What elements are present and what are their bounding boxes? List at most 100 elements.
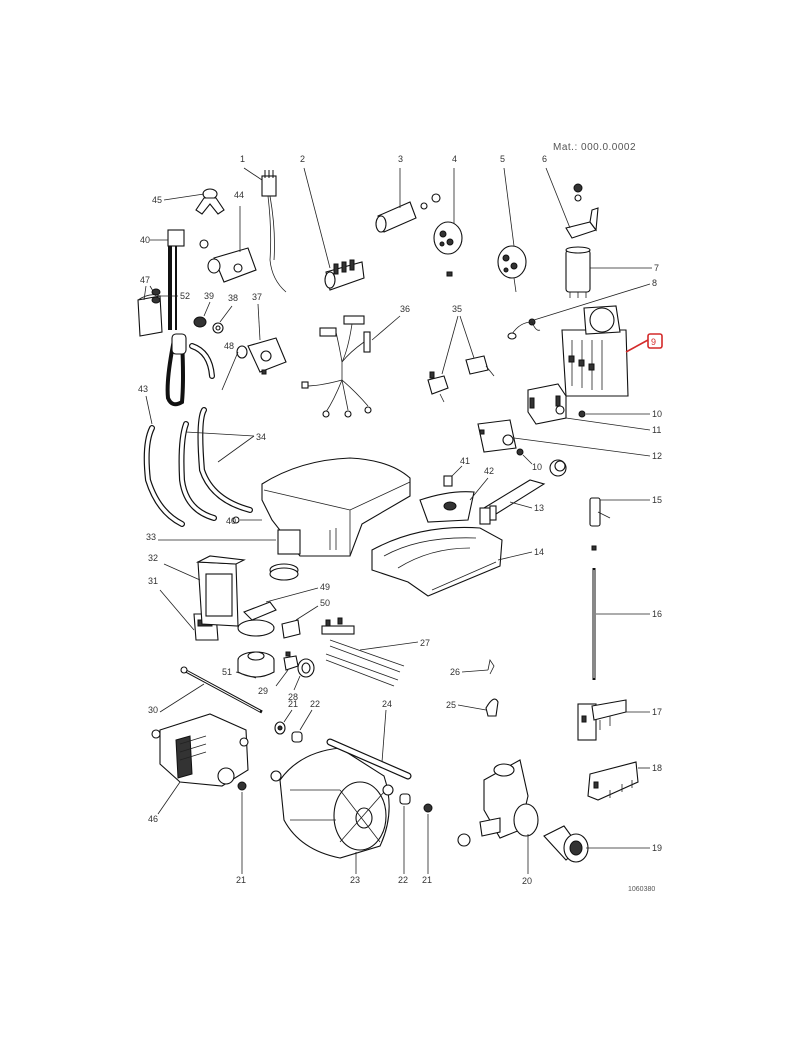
part-45-y-connector[interactable] bbox=[195, 188, 225, 215]
part-46-pump-assembly[interactable] bbox=[151, 713, 249, 787]
part-13-siphon[interactable] bbox=[479, 479, 546, 525]
label-2: 2 bbox=[300, 154, 305, 164]
label-11: 11 bbox=[652, 425, 661, 435]
part-52-clip[interactable] bbox=[151, 288, 161, 304]
part-16-rod[interactable] bbox=[591, 545, 597, 680]
highlight-box-part-9 bbox=[647, 333, 663, 349]
label-6: 6 bbox=[542, 154, 547, 164]
part-19-pump-filter[interactable] bbox=[543, 825, 589, 863]
part-18-door-interlock[interactable] bbox=[587, 761, 639, 801]
part-29-ntc-sensor[interactable] bbox=[283, 651, 299, 671]
part-5-pressure-switch[interactable] bbox=[497, 245, 527, 293]
part-9-programmer-timer[interactable] bbox=[561, 305, 629, 397]
label-33: 33 bbox=[146, 532, 156, 542]
part-26-spring-clip[interactable] bbox=[487, 658, 495, 675]
part-22-bushing-b[interactable] bbox=[399, 793, 411, 805]
part-38-washer[interactable] bbox=[212, 322, 224, 334]
label-13: 13 bbox=[534, 503, 544, 513]
part-1-power-cord[interactable] bbox=[261, 170, 287, 293]
label-51: 51 bbox=[222, 667, 232, 677]
label-17: 17 bbox=[652, 707, 662, 717]
part-20-drain-pump[interactable] bbox=[457, 759, 539, 847]
label-48: 48 bbox=[224, 341, 234, 351]
label-1: 1 bbox=[240, 154, 245, 164]
part-42-dispenser-cup[interactable] bbox=[419, 491, 475, 523]
label-21-b: 21 bbox=[288, 699, 298, 709]
label-34: 34 bbox=[256, 432, 266, 442]
part-37-inlet-valve[interactable] bbox=[236, 337, 287, 375]
part-47-aquastop-box[interactable] bbox=[137, 294, 163, 337]
label-47: 47 bbox=[140, 275, 150, 285]
part-15-door-lever[interactable] bbox=[589, 497, 611, 527]
part-10-screw[interactable] bbox=[578, 410, 586, 418]
label-38: 38 bbox=[228, 293, 238, 303]
part-35-switches[interactable] bbox=[427, 355, 495, 403]
part-25-clip[interactable] bbox=[485, 698, 499, 717]
part-28-sensor[interactable] bbox=[297, 658, 315, 678]
part-21-nut-a[interactable] bbox=[237, 781, 247, 791]
part-32-cover[interactable] bbox=[195, 555, 246, 627]
part-22-bushing-a[interactable] bbox=[291, 731, 303, 743]
label-5: 5 bbox=[500, 154, 505, 164]
part-4-pressure-switch[interactable] bbox=[433, 221, 463, 277]
label-37: 37 bbox=[252, 292, 262, 302]
part-41-cap[interactable] bbox=[443, 475, 453, 487]
label-35: 35 bbox=[452, 304, 462, 314]
part-24-rod[interactable] bbox=[326, 738, 412, 780]
part-36-wiring-harness[interactable] bbox=[301, 315, 372, 418]
drawing-code: 1060380 bbox=[628, 886, 655, 893]
part-34-hoses[interactable] bbox=[178, 407, 253, 521]
label-10-upper: 10 bbox=[652, 409, 662, 419]
part-3-capacitor[interactable] bbox=[375, 193, 441, 233]
part-51-ring[interactable] bbox=[237, 651, 275, 678]
part-23-motor[interactable] bbox=[270, 747, 394, 859]
part-43-hose[interactable] bbox=[143, 425, 185, 527]
part-33-dispenser-housing[interactable] bbox=[261, 457, 411, 557]
label-7: 7 bbox=[654, 263, 659, 273]
part-50-block[interactable] bbox=[281, 619, 301, 639]
label-19: 19 bbox=[652, 843, 662, 853]
label-29: 29 bbox=[258, 686, 268, 696]
part-21-nut-b[interactable] bbox=[274, 721, 286, 735]
part-8-wire-connector[interactable] bbox=[507, 318, 541, 340]
label-27: 27 bbox=[420, 638, 430, 648]
label-3: 3 bbox=[398, 154, 403, 164]
label-4: 4 bbox=[452, 154, 457, 164]
label-52: 52 bbox=[180, 291, 190, 301]
label-10-lower: 10 bbox=[532, 462, 542, 472]
label-45: 45 bbox=[152, 195, 162, 205]
part-27-heating-element[interactable] bbox=[321, 617, 405, 687]
part-21-nut-c[interactable] bbox=[423, 803, 433, 813]
part-44-inlet-valve[interactable] bbox=[199, 239, 257, 283]
part-14-detergent-drawer[interactable] bbox=[371, 526, 503, 597]
label-46: 46 bbox=[148, 814, 158, 824]
label-21-a: 21 bbox=[236, 875, 246, 885]
part-6-bracket[interactable] bbox=[565, 183, 599, 239]
label-26: 26 bbox=[450, 667, 460, 677]
label-43: 43 bbox=[138, 384, 148, 394]
label-22-a: 22 bbox=[310, 699, 320, 709]
label-50: 50 bbox=[320, 598, 330, 608]
part-40-clip[interactable] bbox=[232, 516, 240, 524]
material-reference-text: Mat.: 000.0.0002 bbox=[553, 142, 636, 153]
label-40-lower: 40 bbox=[226, 516, 236, 526]
part-12-thermostat[interactable] bbox=[477, 419, 517, 453]
label-28: 28 bbox=[288, 692, 298, 702]
part-40-aquastop[interactable] bbox=[165, 229, 187, 407]
part-17-door-interlock[interactable] bbox=[577, 699, 627, 741]
label-44: 44 bbox=[234, 190, 244, 200]
part-2-terminal-block[interactable] bbox=[324, 259, 365, 291]
label-24: 24 bbox=[382, 699, 392, 709]
part-39-nut[interactable] bbox=[193, 316, 207, 328]
label-14: 14 bbox=[534, 547, 544, 557]
part-knob[interactable] bbox=[549, 459, 567, 477]
part-7-suppressor[interactable] bbox=[565, 246, 591, 298]
part-11-relay[interactable] bbox=[527, 383, 567, 425]
part-10-screw-lower[interactable] bbox=[516, 448, 524, 456]
part-49-clamp[interactable] bbox=[237, 563, 299, 637]
label-21-c: 21 bbox=[422, 875, 432, 885]
part-30-bolt[interactable] bbox=[180, 666, 263, 714]
label-25: 25 bbox=[446, 700, 456, 710]
label-49: 49 bbox=[320, 582, 330, 592]
